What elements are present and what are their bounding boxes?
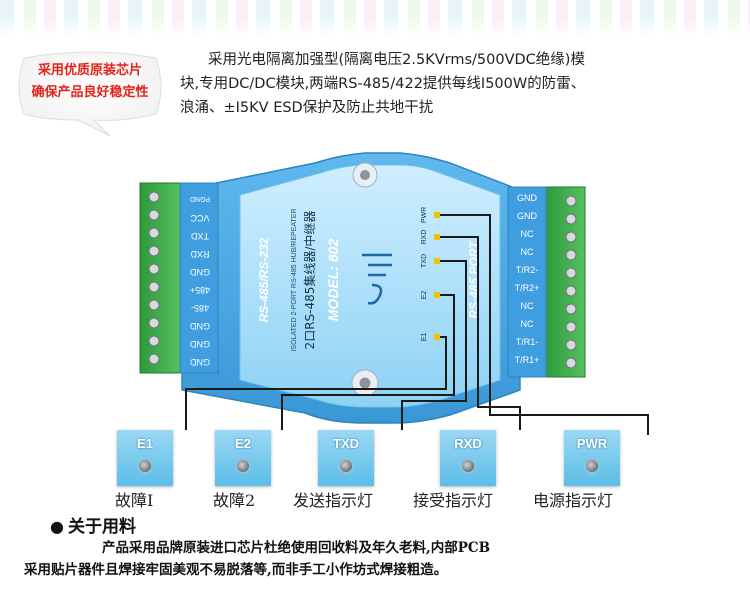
pin-label: GND [190, 339, 211, 349]
intro-line-1: 采用光电隔离加强型(隔离电压2.5KVrms/500VDC绝缘)模 [208, 52, 585, 68]
led-label-txd: 发送指示灯 [293, 491, 374, 510]
brand-logo [362, 253, 392, 305]
led-label-e2: 故障2 [213, 491, 256, 510]
center-desc-cn: 2口RS-485集线器/中继器 [302, 211, 317, 350]
pin-label: PGND [190, 195, 210, 202]
right-terminal-block [544, 186, 586, 378]
pin-label: VCC [190, 213, 210, 223]
led-e1-icon [139, 460, 151, 472]
led-box-txd: TXD [318, 430, 374, 486]
led-code: PWR [576, 436, 608, 451]
pin-label: GND [517, 193, 538, 203]
led-box-pwr: PWR [564, 430, 620, 486]
left-title: RS-485/RS-232 [257, 237, 271, 322]
bubble-line-2: 确保产品良好稳定性 [31, 85, 149, 100]
materials-title: 关于用料 [67, 517, 136, 537]
led-box-e1: E1 [117, 430, 173, 486]
pin-label: T/R2+ [515, 283, 540, 293]
pin-label: T/R1- [516, 337, 539, 347]
led-code: E2 [235, 436, 251, 451]
decorative-top-stripes [0, 0, 750, 36]
indicator-label: PWR [421, 207, 428, 223]
materials-line-2: 采用贴片器件且焊接牢固美观不易脱落等,而非手工小作坊式焊接粗造。 [24, 562, 448, 578]
pin-label: T/R1+ [515, 355, 540, 365]
led-box-rxd: RXD [440, 430, 496, 486]
led-label-pwr: 电源指示灯 [533, 491, 614, 510]
materials-heading: ●关于用料 [50, 512, 136, 537]
pin-label: GND [190, 321, 211, 331]
materials-line-1: 产品采用品牌原装进口芯片杜绝使用回收料及年久老料,内部PCB [102, 540, 491, 556]
quality-badge: 采用优质原装芯片 确保产品良好稳定性 [14, 48, 166, 138]
led-code: TXD [333, 436, 359, 451]
led-label-e1: 故障I [115, 491, 154, 510]
screw-top [352, 162, 378, 188]
indicator-label: E1 [421, 333, 428, 342]
right-pin-panel [507, 186, 547, 378]
led-wires [185, 214, 649, 435]
device-top-panel [239, 164, 501, 408]
pin-label: TXD [190, 231, 209, 241]
bubble-line-1: 采用优质原装芯片 [37, 63, 142, 78]
indicator-label: E2 [421, 291, 428, 300]
led-rxd-icon [462, 460, 474, 472]
intro-line-2: 块,专用DC/DC模块,两端RS-485/422提供每线I500W的防雷、 [180, 76, 586, 92]
pin-label: RXD [190, 249, 210, 259]
pin-label: GND [190, 357, 211, 367]
bullet-icon: ● [50, 517, 64, 536]
led-e2-icon [237, 460, 249, 472]
pin-label: GND [190, 267, 211, 277]
materials-paragraph: 产品采用品牌原装进口芯片杜绝使用回收料及年久老料,内部PCB 采用贴片器件且焊接… [24, 537, 724, 581]
led-code: E1 [137, 436, 153, 451]
pin-label: T/R2- [516, 265, 539, 275]
left-pin-panel [179, 182, 219, 374]
led-code: RXD [454, 436, 482, 451]
led-box-e2: E2 [215, 430, 271, 486]
led-pwr-icon [586, 460, 598, 472]
led-label-rxd: 接受指示灯 [413, 491, 494, 510]
left-pin-labels: PGND VCC TXD RXD GND 485+ 485- GND GND GND [190, 195, 211, 367]
pin-label: NC [521, 319, 534, 329]
pin-label: 485+ [190, 285, 210, 295]
pin-label: GND [517, 211, 538, 221]
model-number: MODEL: 602 [325, 239, 341, 322]
indicator-leds-on-device [434, 212, 440, 340]
pin-label: 485- [191, 303, 209, 313]
intro-line-3: 浪涌、±I5KV ESD保护及防止共地干扰 [180, 100, 434, 116]
speech-bubble-shape [18, 51, 162, 137]
indicator-label: RXD [421, 230, 428, 245]
indicator-label: TXD [421, 254, 428, 268]
left-terminal-block [139, 182, 181, 374]
led-txd-icon [340, 460, 352, 472]
intro-text: 采用光电隔离加强型(隔离电压2.5KVrms/500VDC绝缘)模 块,专用DC… [180, 48, 740, 120]
center-desc-en: ISOLATED 2-PORT RS-485 HUB/REPEATER [291, 208, 298, 351]
right-pin-labels: GND GND NC NC T/R2- T/R2+ NC NC T/R1- T/R1+ [515, 193, 540, 365]
screw-bottom [351, 369, 379, 397]
pin-label: NC [521, 301, 534, 311]
pin-label: NC [521, 247, 534, 257]
pin-label: NC [521, 229, 534, 239]
